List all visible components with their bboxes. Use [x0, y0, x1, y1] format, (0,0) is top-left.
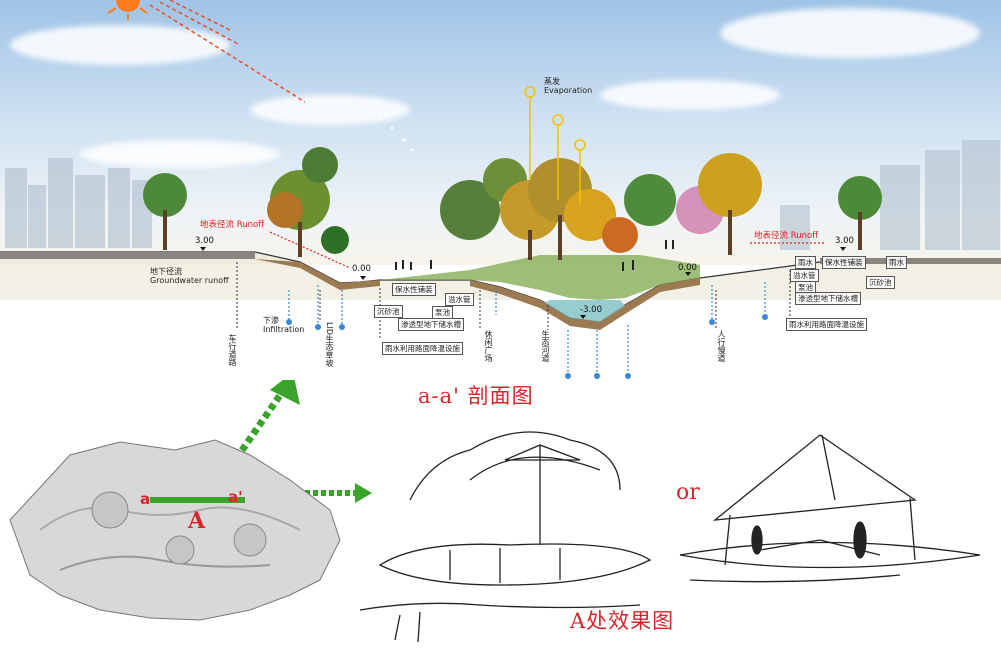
- elevation-mid-left: 0.00: [352, 264, 371, 274]
- plan-marker-a: a: [140, 490, 151, 508]
- right-box-settling: 沉砂池: [866, 276, 895, 289]
- cloud: [600, 80, 780, 110]
- box-tank: 渗透型地下储水槽: [398, 318, 464, 331]
- site-plan-map: [9, 439, 341, 621]
- label-road: 车行道路: [228, 334, 237, 366]
- right-box-rain: 雨水: [886, 256, 907, 269]
- lower-drawings: [9, 380, 981, 643]
- right-box-system: 雨水利用路面降温设施: [786, 318, 867, 331]
- box-water-paving: 保水性铺装: [392, 283, 436, 296]
- right-box-water-paving: 保水性铺装: [822, 256, 866, 269]
- city-skyline-left: [5, 158, 152, 248]
- plan-marker-a-prime: a': [228, 488, 243, 506]
- elevation-left: 3.00: [195, 236, 214, 246]
- runoff-label-right: 地表径流 Runoff: [754, 231, 819, 241]
- right-box-tank: 渗透型地下储水槽: [795, 292, 861, 305]
- label-plaza: 休闲广场: [484, 330, 493, 362]
- label-lid-slope: LID生态草坡: [325, 322, 334, 367]
- label-path: 人行慢道: [717, 330, 726, 362]
- box-overflow-pipe: 溢水管: [445, 293, 474, 306]
- road-slab-right: [820, 258, 1001, 264]
- elevation-right: 3.00: [835, 236, 854, 246]
- sketch-tent: [679, 434, 981, 583]
- city-skyline-right: [780, 140, 1000, 250]
- plan-marker-A: A: [188, 508, 206, 534]
- cloud: [80, 140, 280, 168]
- right-box-rain2: 雨水: [795, 256, 816, 269]
- green-arrow-up-head: [270, 380, 300, 405]
- box-settling: 沉砂池: [374, 305, 403, 318]
- sun-ray-lines: [149, 0, 306, 103]
- effect-title: A处效果图: [570, 609, 675, 633]
- tree-group: [143, 147, 882, 260]
- label-river: 生态河道: [541, 330, 550, 362]
- infiltration-arrows: [288, 282, 766, 375]
- elevation-mid-right: 0.00: [678, 263, 697, 273]
- section-title: a-a' 剖面图: [418, 384, 534, 408]
- or-text: or: [676, 480, 700, 505]
- sketch-pavilion: [359, 431, 652, 643]
- pond: [545, 300, 625, 322]
- road-slab: [0, 252, 255, 259]
- green-arrow-right-head: [355, 483, 372, 503]
- cloud: [250, 95, 410, 125]
- cloud: [720, 8, 980, 58]
- green-arrow-up: [222, 386, 288, 477]
- box-rain-system: 雨水利用路面降温设施: [382, 342, 463, 355]
- evaporation-arrows: [524, 86, 586, 205]
- section-drawing: [0, 0, 1001, 379]
- sun-icon: [116, 0, 140, 12]
- runoff-label-left: 地表径流 Runoff: [200, 220, 265, 230]
- elevation-pond: -3.00: [580, 305, 602, 315]
